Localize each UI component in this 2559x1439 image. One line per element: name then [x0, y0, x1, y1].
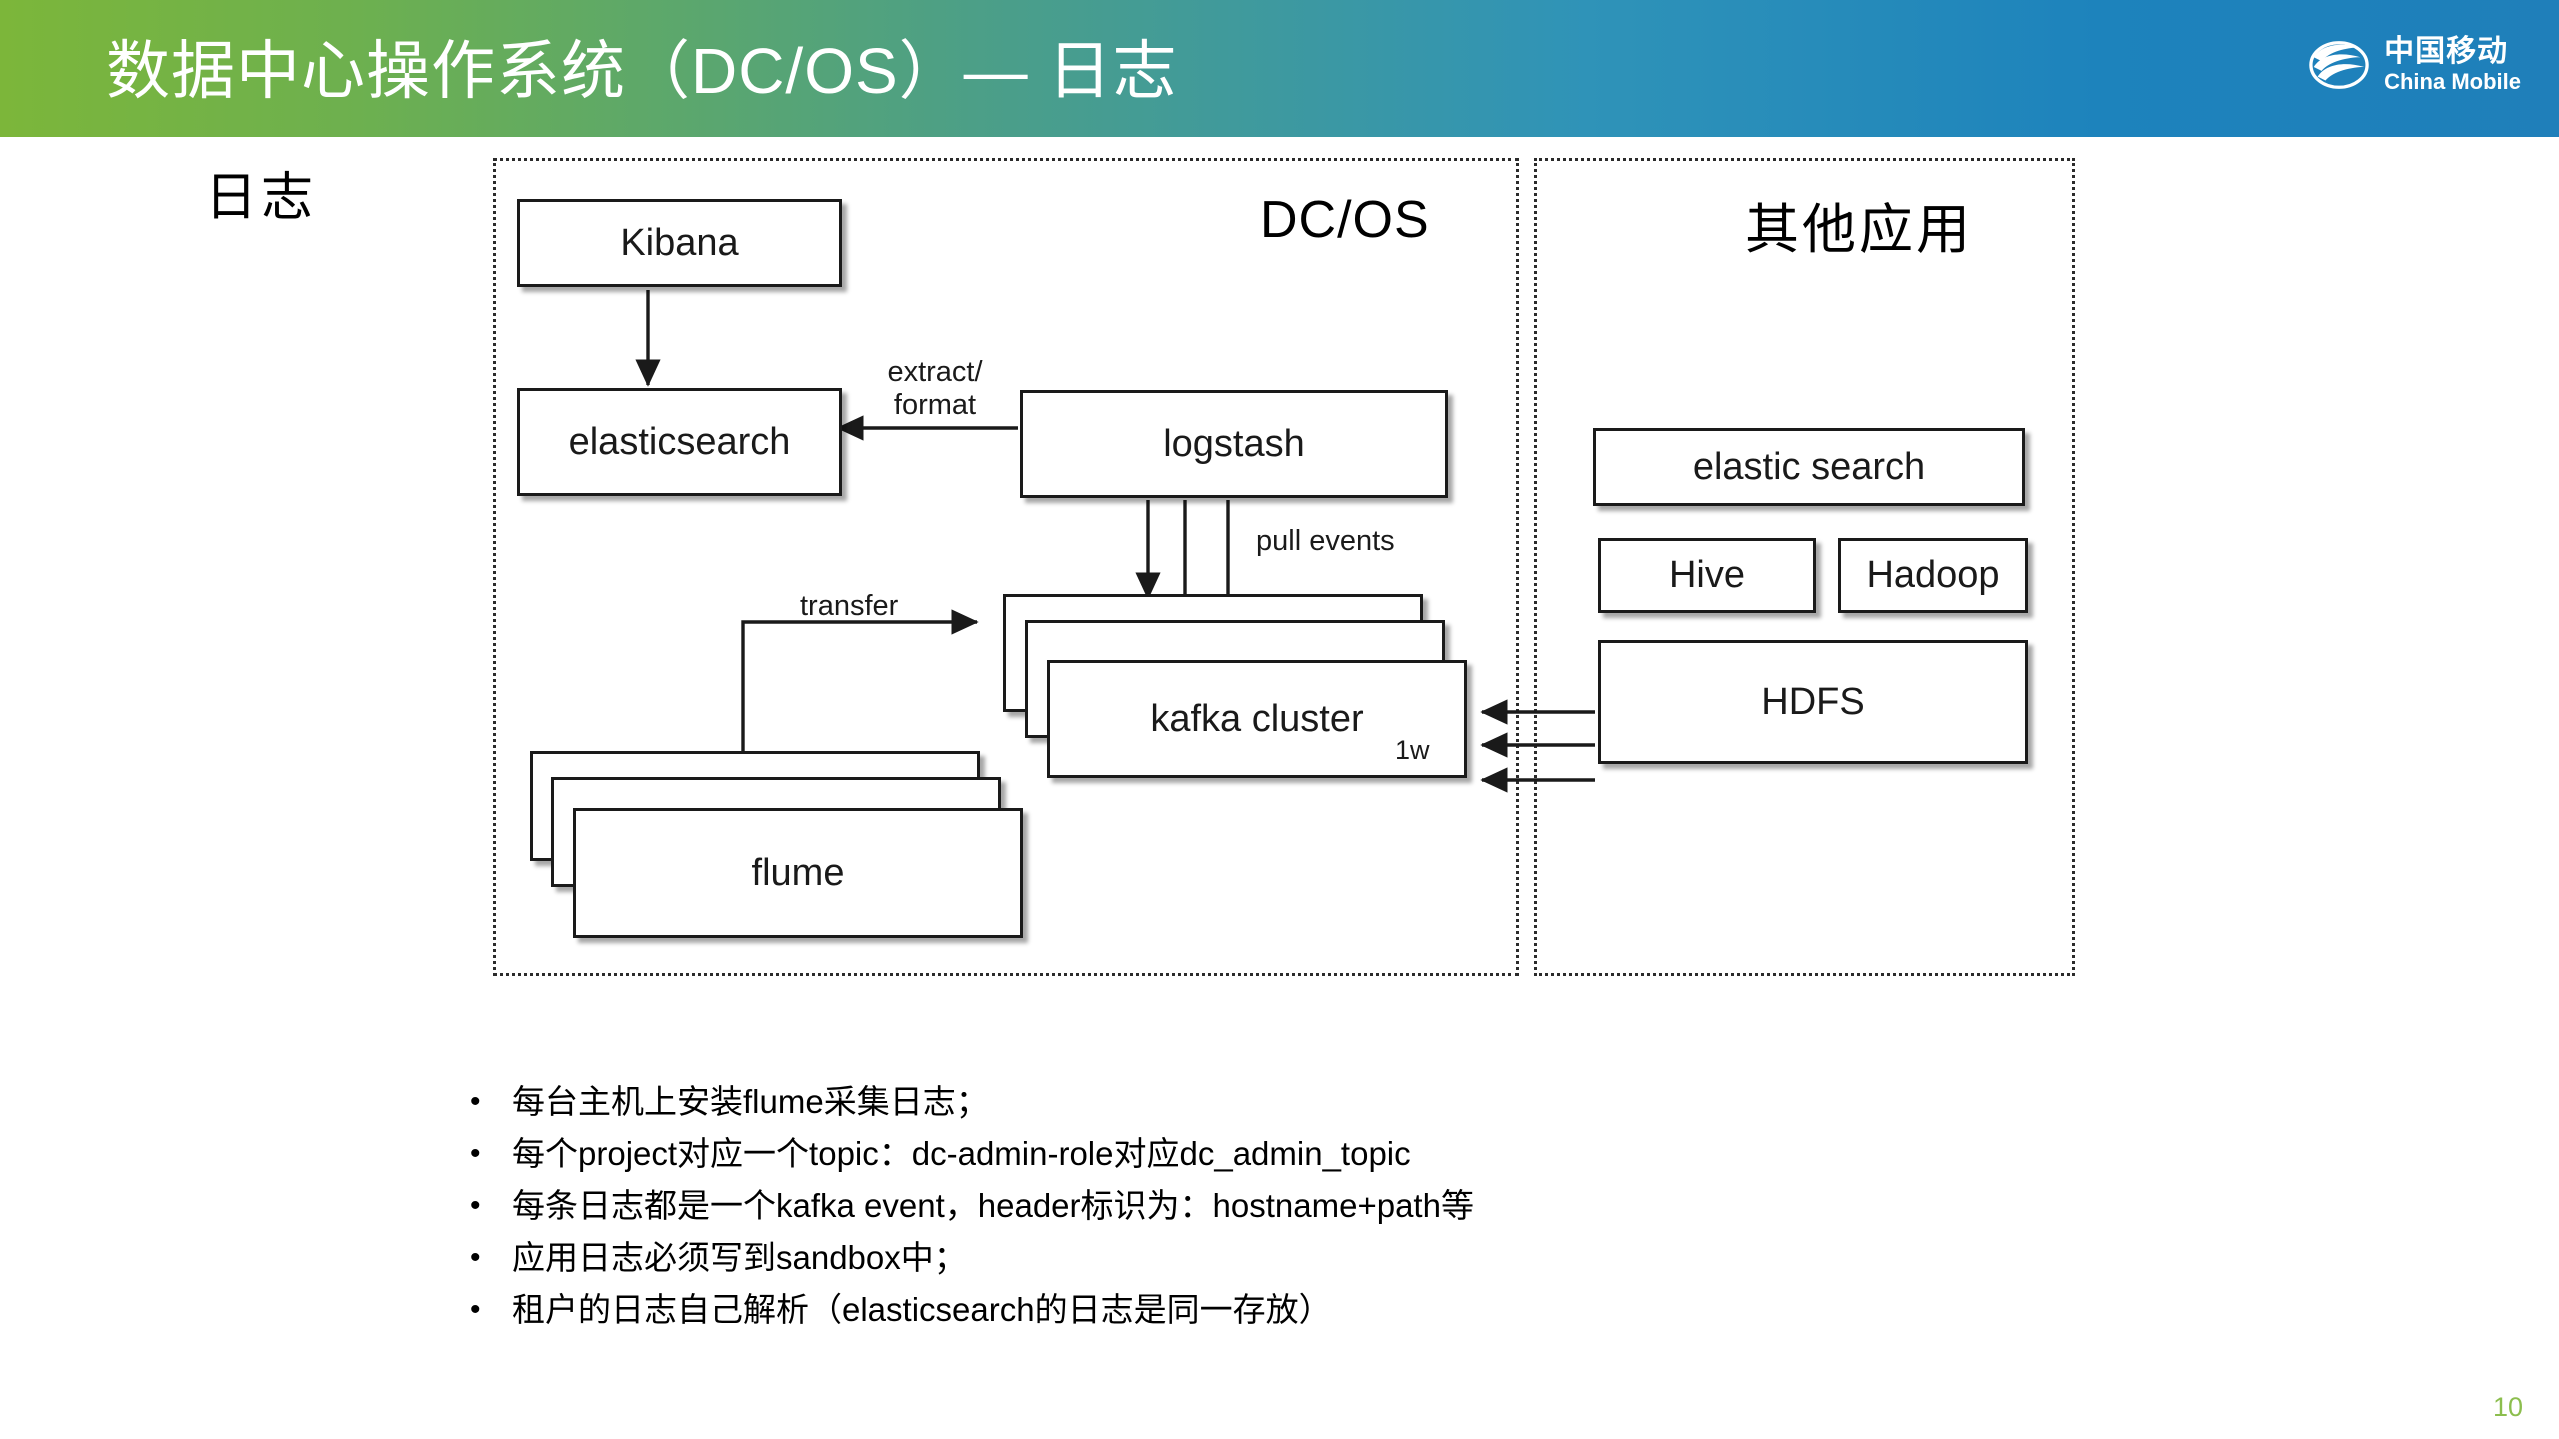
bullet-marker: •: [470, 1293, 481, 1326]
edge-label-pull-events: pull events: [1256, 525, 1395, 558]
edge-label-extract-format-line2: format: [893, 389, 977, 422]
bullet-marker: •: [470, 1085, 481, 1118]
box-kafka-cluster-note: 1w: [1395, 735, 1430, 765]
box-elasticsearch-label: elasticsearch: [568, 420, 791, 463]
list-item: • 应用日志必须写到sandbox中；: [470, 1236, 2170, 1280]
box-kibana[interactable]: Kibana: [517, 199, 842, 287]
panel-other-apps-title: 其他应用: [1745, 200, 1973, 260]
box-hive-label: Hive: [1668, 554, 1746, 596]
list-item: • 租户的日志自己解析（elasticsearch的日志是同一存放）: [470, 1288, 2170, 1332]
edge-label-transfer-line1: transfer: [800, 590, 899, 622]
edge-label-extract-format-line1: extract/: [887, 356, 983, 388]
bullet-text: 应用日志必须写到sandbox中；: [512, 1239, 967, 1276]
panel-other-apps: [1534, 158, 2075, 976]
box-elastic-search-app-label: elastic search: [1692, 445, 1926, 488]
page-title: 数据中心操作系统（DC/OS）— 日志: [106, 35, 1178, 107]
section-label: 日志: [205, 169, 318, 227]
bullet-text: 租户的日志自己解析（elasticsearch的日志是同一存放）: [512, 1291, 1332, 1328]
bullet-text: 每条日志都是一个kafka event，header标识为：hostname+p…: [512, 1187, 1474, 1224]
bullet-text: 每台主机上安装flume采集日志；: [512, 1083, 989, 1120]
bullet-list: • 每台主机上安装flume采集日志； • 每个project对应一个topic…: [470, 1080, 2170, 1340]
edge-label-transfer: transfer: [800, 590, 898, 623]
panel-dcos: [493, 158, 1519, 976]
box-hdfs[interactable]: HDFS: [1598, 640, 2028, 764]
bullet-marker: •: [470, 1189, 481, 1222]
box-hadoop-label: Hadoop: [1866, 554, 2000, 596]
china-mobile-wave-logo-icon: [2308, 34, 2370, 96]
box-logstash-label: logstash: [1163, 422, 1305, 465]
edge-label-pull-events-line1: pull events: [1256, 525, 1395, 557]
box-flume[interactable]: flume: [573, 808, 1023, 938]
brand-name-cn: 中国移动: [2384, 35, 2509, 68]
box-hadoop[interactable]: Hadoop: [1838, 538, 2028, 613]
box-hdfs-label: HDFS: [1761, 680, 1865, 723]
brand-logo-text: 中国移动 China Mobile: [2384, 37, 2521, 93]
slide-header: 数据中心操作系统（DC/OS）— 日志 中国移动 China Mobile: [0, 0, 2559, 137]
box-elasticsearch[interactable]: elasticsearch: [517, 388, 842, 496]
box-hive[interactable]: Hive: [1598, 538, 1816, 613]
edge-label-extract-format: extract/ format: [865, 356, 1005, 423]
list-item: • 每台主机上安装flume采集日志；: [470, 1080, 2170, 1124]
page-number: 10: [2492, 1392, 2523, 1422]
box-kibana-label: Kibana: [620, 221, 739, 264]
box-logstash[interactable]: logstash: [1020, 390, 1448, 498]
bullet-marker: •: [470, 1137, 481, 1170]
bullet-text: 每个project对应一个topic：dc-admin-role对应dc_adm…: [512, 1135, 1411, 1172]
box-kafka-cluster-label: kafka cluster: [1150, 697, 1364, 740]
box-flume-label: flume: [751, 851, 845, 894]
box-elastic-search-app[interactable]: elastic search: [1593, 428, 2025, 506]
list-item: • 每个project对应一个topic：dc-admin-role对应dc_a…: [470, 1132, 2170, 1176]
box-kafka-cluster[interactable]: kafka cluster: [1047, 660, 1467, 778]
list-item: • 每条日志都是一个kafka event，header标识为：hostname…: [470, 1184, 2170, 1228]
brand-name-en: China Mobile: [2384, 69, 2521, 94]
brand-logo: 中国移动 China Mobile: [2308, 34, 2521, 96]
panel-dcos-title: DC/OS: [1260, 191, 1430, 249]
bullet-marker: •: [470, 1241, 481, 1274]
